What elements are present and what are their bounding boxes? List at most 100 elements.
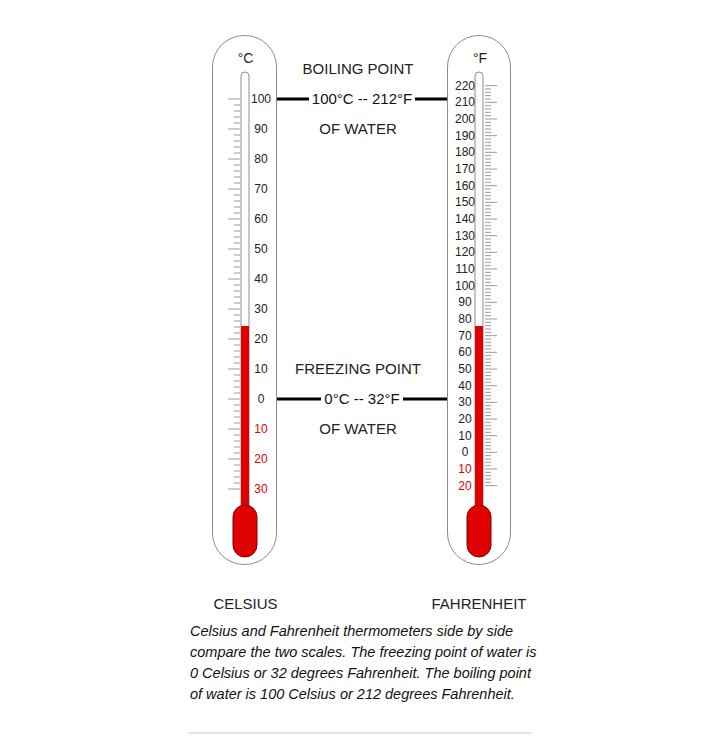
scale-number: 90 [458,296,471,310]
scale-tick [485,472,491,473]
scale-tick [234,441,240,442]
scale-number: 30 [458,396,471,410]
scale-tick [485,242,491,243]
scale-number: 80 [458,313,471,327]
scale-tick [234,273,240,274]
thermometer-bulb [467,505,491,557]
scale-tick [485,172,491,173]
scale-tick [228,459,240,460]
scale-tick [234,165,240,166]
caption-rule [188,733,532,734]
scale-tick [485,332,491,333]
scale-tick [485,189,491,190]
scale-tick [485,335,497,336]
scale-tick [485,222,491,223]
scale-tick [485,175,491,176]
scale-tick [485,342,491,343]
scale-tick [485,105,491,106]
scale-number: 30 [254,303,267,317]
scale-tick [234,483,240,484]
scale-tick [485,389,491,390]
scale-tick [234,195,240,196]
scale-tick [228,249,240,250]
scale-tick [485,99,491,100]
scale-number: 100 [251,93,271,107]
scale-tick [234,423,240,424]
scale-tick [485,359,491,360]
line-label: 0°C -- 32°F [321,390,402,407]
scale-tick [485,399,491,400]
scale-tick [485,149,491,150]
scale-tick [234,345,240,346]
scale-tick [234,237,240,238]
scale-number: 30 [254,483,267,497]
scale-tick [485,125,491,126]
scale-tick [485,219,497,220]
scale-tick [485,449,491,450]
scale-tick [234,357,240,358]
scale-tick [485,439,491,440]
scale-tick [485,92,491,93]
scale-tick [234,135,240,136]
scale-tick [485,429,491,430]
scale-number: 0 [462,446,469,460]
scale-number: 60 [458,346,471,360]
scale-tick [485,455,491,456]
scale-tick [485,355,491,356]
scale-tick [228,189,240,190]
scale-tick [234,465,240,466]
scale-tick [485,132,491,133]
scale-tick [485,185,497,186]
glass-tube [475,72,483,512]
scale-tick [234,177,240,178]
scale-number: 110 [455,263,474,277]
scale-tick [485,195,491,196]
scale-tick [234,315,240,316]
scale-tick [485,202,497,203]
scale-tick [234,321,240,322]
scale-tick [228,309,240,310]
scale-tick [485,119,497,120]
scale-tick [228,339,240,340]
scale-heading: FAHRENHEIT [432,595,527,612]
scale-number: 90 [254,123,267,137]
scale-number: 0 [258,393,265,407]
scale-tick [228,279,240,280]
scale-tick [485,239,491,240]
scale-number: 160 [455,180,475,194]
scale-tick [234,105,240,106]
scale-tick [485,385,497,386]
scale-tick [485,115,491,116]
scale-tick [485,279,491,280]
unit-symbol: °F [473,50,487,66]
scale-tick [485,365,491,366]
scale-tick [485,372,491,373]
scale-tick [485,289,491,290]
scale-tick [234,267,240,268]
scale-tick [234,375,240,376]
thermometer-body: °F22021020019018017016015014013012011010… [447,35,511,565]
scale-tick [234,411,240,412]
scale-tick [485,249,491,250]
scale-tick [485,459,491,460]
scale-tick [485,162,491,163]
scale-number: 10 [254,423,267,437]
scale-tick [234,447,240,448]
scale-tick [234,333,240,334]
scale-tick [485,252,497,253]
scale-number: 70 [254,183,267,197]
scale-tick [234,243,240,244]
scale-tick [234,363,240,364]
scale-tick [485,109,491,110]
thermometer-bulb [233,505,257,557]
scale-tick [485,275,491,276]
scale-tick [485,262,491,263]
scale-tick [234,285,240,286]
scale-tick [234,327,240,328]
scale-number: 200 [455,113,475,127]
scale-tick [234,141,240,142]
scale-number: 220 [455,80,475,94]
point-label: BOILING POINT [303,60,414,77]
scale-tick [485,102,497,103]
